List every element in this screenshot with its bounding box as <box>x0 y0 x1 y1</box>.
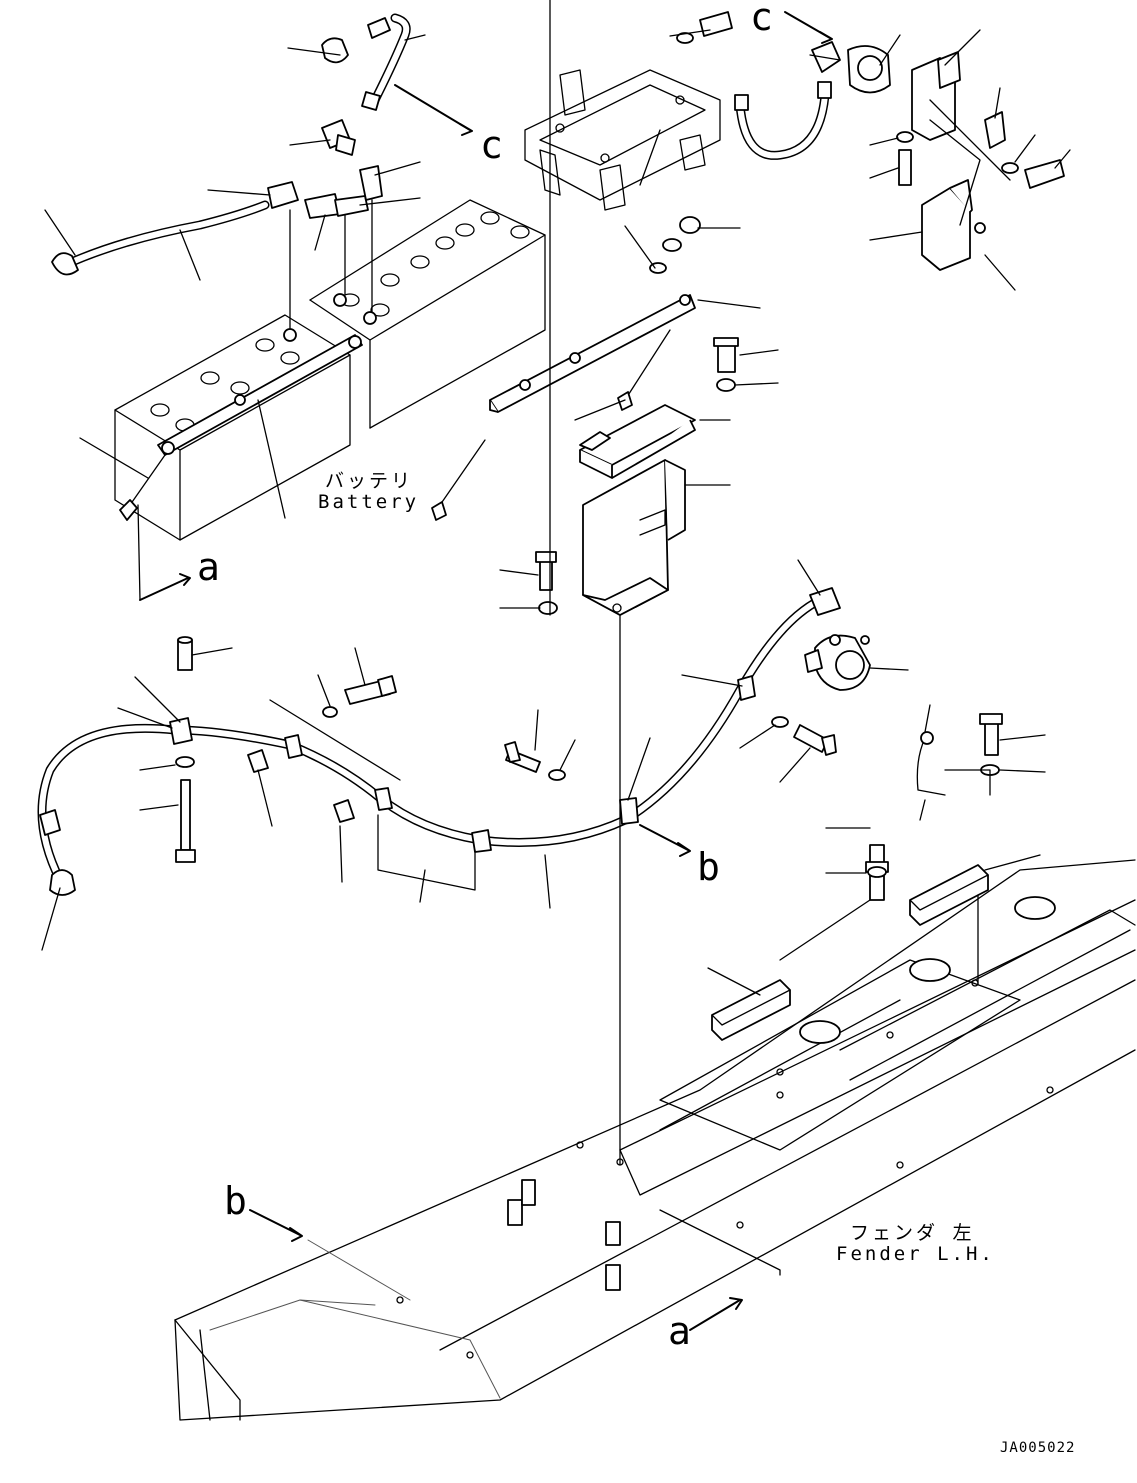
view-marker-c-right: c <box>750 0 773 39</box>
main-harness <box>37 587 841 896</box>
frame-bracket-top <box>524 69 721 211</box>
view-marker-b-mid: b <box>697 845 720 889</box>
small-bolts-center <box>535 551 558 615</box>
battery-bracket-rail <box>431 216 701 521</box>
view-arrows <box>137 11 833 1331</box>
bracket-cover-right <box>896 51 1065 271</box>
view-marker-b-bottom: b <box>224 1179 247 1223</box>
fender-label-jp: フェンダ 左 <box>850 1222 975 1244</box>
drawing-code: JA005022 <box>1000 1440 1076 1456</box>
starter-relay <box>804 634 1003 796</box>
view-marker-c-left: c <box>480 123 503 167</box>
fender-label-en: Fender L.H. <box>836 1243 995 1265</box>
battery-label-en: Battery <box>318 491 420 513</box>
leader-lines <box>41 0 1071 996</box>
main-bracket <box>582 337 739 616</box>
battery-label-jp: バッテリ <box>325 470 414 492</box>
relay-cable-top <box>676 11 891 160</box>
view-marker-a-bottom: a <box>668 1309 691 1353</box>
view-marker-a-top: a <box>197 545 220 589</box>
rubber-pads <box>711 844 989 1041</box>
battery-cables <box>51 13 411 329</box>
battery-assembly <box>114 199 546 541</box>
mounting-plate <box>579 404 696 479</box>
fender-lh <box>174 859 1136 1421</box>
